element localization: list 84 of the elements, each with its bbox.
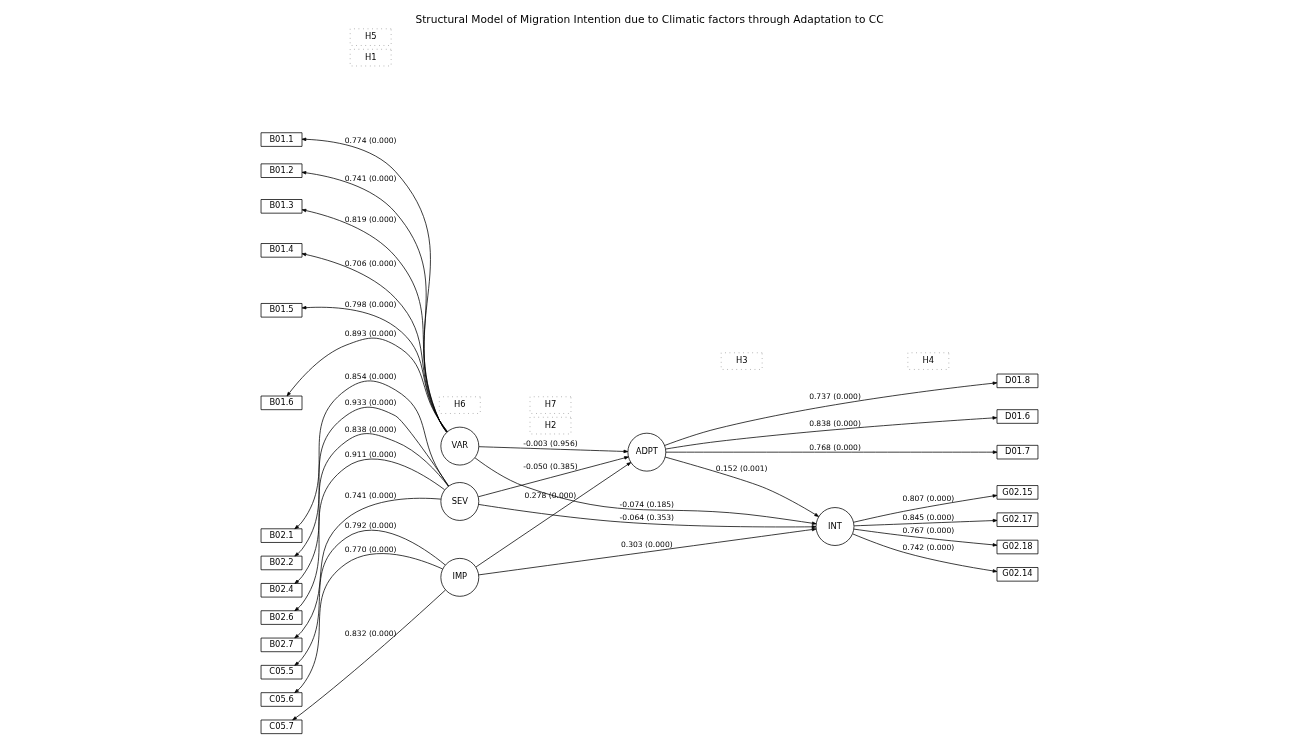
arrow [852,494,997,523]
arrow [851,533,997,573]
edge-label: -0.003 (0.956) [522,439,578,449]
edge-label: -0.050 (0.385) [522,461,578,471]
arrow [293,529,445,666]
arrow [664,456,819,517]
edge-label: 0.278 (0.000) [524,490,576,500]
arrow [293,406,449,557]
node-box: C05.7 [260,719,302,735]
node-box: B01.3 [260,199,302,214]
node-box: B01.5 [260,303,302,318]
arrow [293,553,443,693]
edge-label: 0.767 (0.000) [901,526,954,536]
edge-label: 0.741 (0.000) [344,491,397,501]
edge-label: 0.838 (0.000) [344,424,397,434]
node-box: G02.14 [996,567,1038,582]
edge-label: 0.768 (0.000) [808,442,861,452]
arrow [301,305,448,433]
edge-label: 0.742 (0.000) [901,543,954,553]
node-box: H4 [906,352,949,370]
arrow [853,528,997,547]
edge-label: 0.303 (0.000) [620,540,673,550]
node-box: D01.6 [996,409,1038,424]
arrow [293,433,449,584]
node-box: B01.2 [260,163,302,178]
arrow [477,504,816,529]
node-circle: VAR [439,426,479,466]
arrow [291,589,446,721]
edge-label: 0.854 (0.000) [344,372,397,382]
edge-label: 0.832 (0.000) [344,628,397,638]
node-box: H7 [529,396,571,414]
arrow [478,446,628,454]
edge-label: 0.706 (0.000) [344,258,397,268]
edge-label: 0.933 (0.000) [344,398,397,408]
edge-label: -0.074 (0.185) [619,499,674,509]
node-box: H5 [349,28,392,46]
node-circle: IMP [439,558,479,597]
node-box: B01.6 [260,395,302,411]
node-box: B02.1 [260,528,302,543]
arrow [475,462,631,568]
node-box: B01.1 [260,132,302,147]
arrow [663,381,997,446]
arrow [293,497,441,639]
arrow [665,450,997,454]
edge-label: 0.737 (0.000) [808,392,861,402]
edge-label: 0.911 (0.000) [344,450,397,460]
diagram-title: Structural Model of Migration Intention due to Climatic factors through Adaptation to CC [414,12,884,26]
arrow [301,252,447,433]
edge-label: 0.741 (0.000) [344,173,397,183]
edge-label: 0.807 (0.000) [901,493,954,503]
node-box: G02.17 [996,512,1038,527]
arrow [478,527,816,576]
node-circle: SEV [439,482,479,521]
arrow [286,337,448,432]
node-box: D01.8 [996,373,1038,389]
edge-label: 0.893 (0.000) [344,329,397,339]
edge-label: 0.774 (0.000) [344,136,397,146]
node-box: G02.15 [996,485,1038,500]
edge-label: 0.838 (0.000) [808,418,861,428]
node-box: B02.7 [260,637,302,653]
node-box: C05.5 [260,665,302,680]
node-box: B02.2 [260,555,302,571]
edge-label: 0.819 (0.000) [344,214,397,224]
arrow [853,518,997,527]
edge-label: -0.064 (0.353) [619,512,674,522]
arrow [293,458,445,612]
arrow [477,456,629,498]
edge-label: 0.845 (0.000) [901,513,954,523]
edge-label: 0.798 (0.000) [344,300,397,310]
edge-label: 0.792 (0.000) [344,521,397,531]
node-box: H2 [529,416,571,435]
node-box: G02.18 [996,539,1038,555]
node-box: B01.4 [260,243,302,258]
node-box: H1 [349,48,392,67]
arrow [474,457,816,525]
node-box: B02.4 [260,583,302,598]
node-box: C05.6 [260,692,302,707]
node-box: D01.7 [996,444,1038,460]
edge-label: 0.152 (0.001) [715,464,768,474]
node-box: H6 [438,396,481,414]
node-box: H3 [720,352,763,370]
edge-label: 0.770 (0.000) [344,544,397,554]
node-box: B02.6 [260,610,302,625]
arrow [664,416,997,450]
